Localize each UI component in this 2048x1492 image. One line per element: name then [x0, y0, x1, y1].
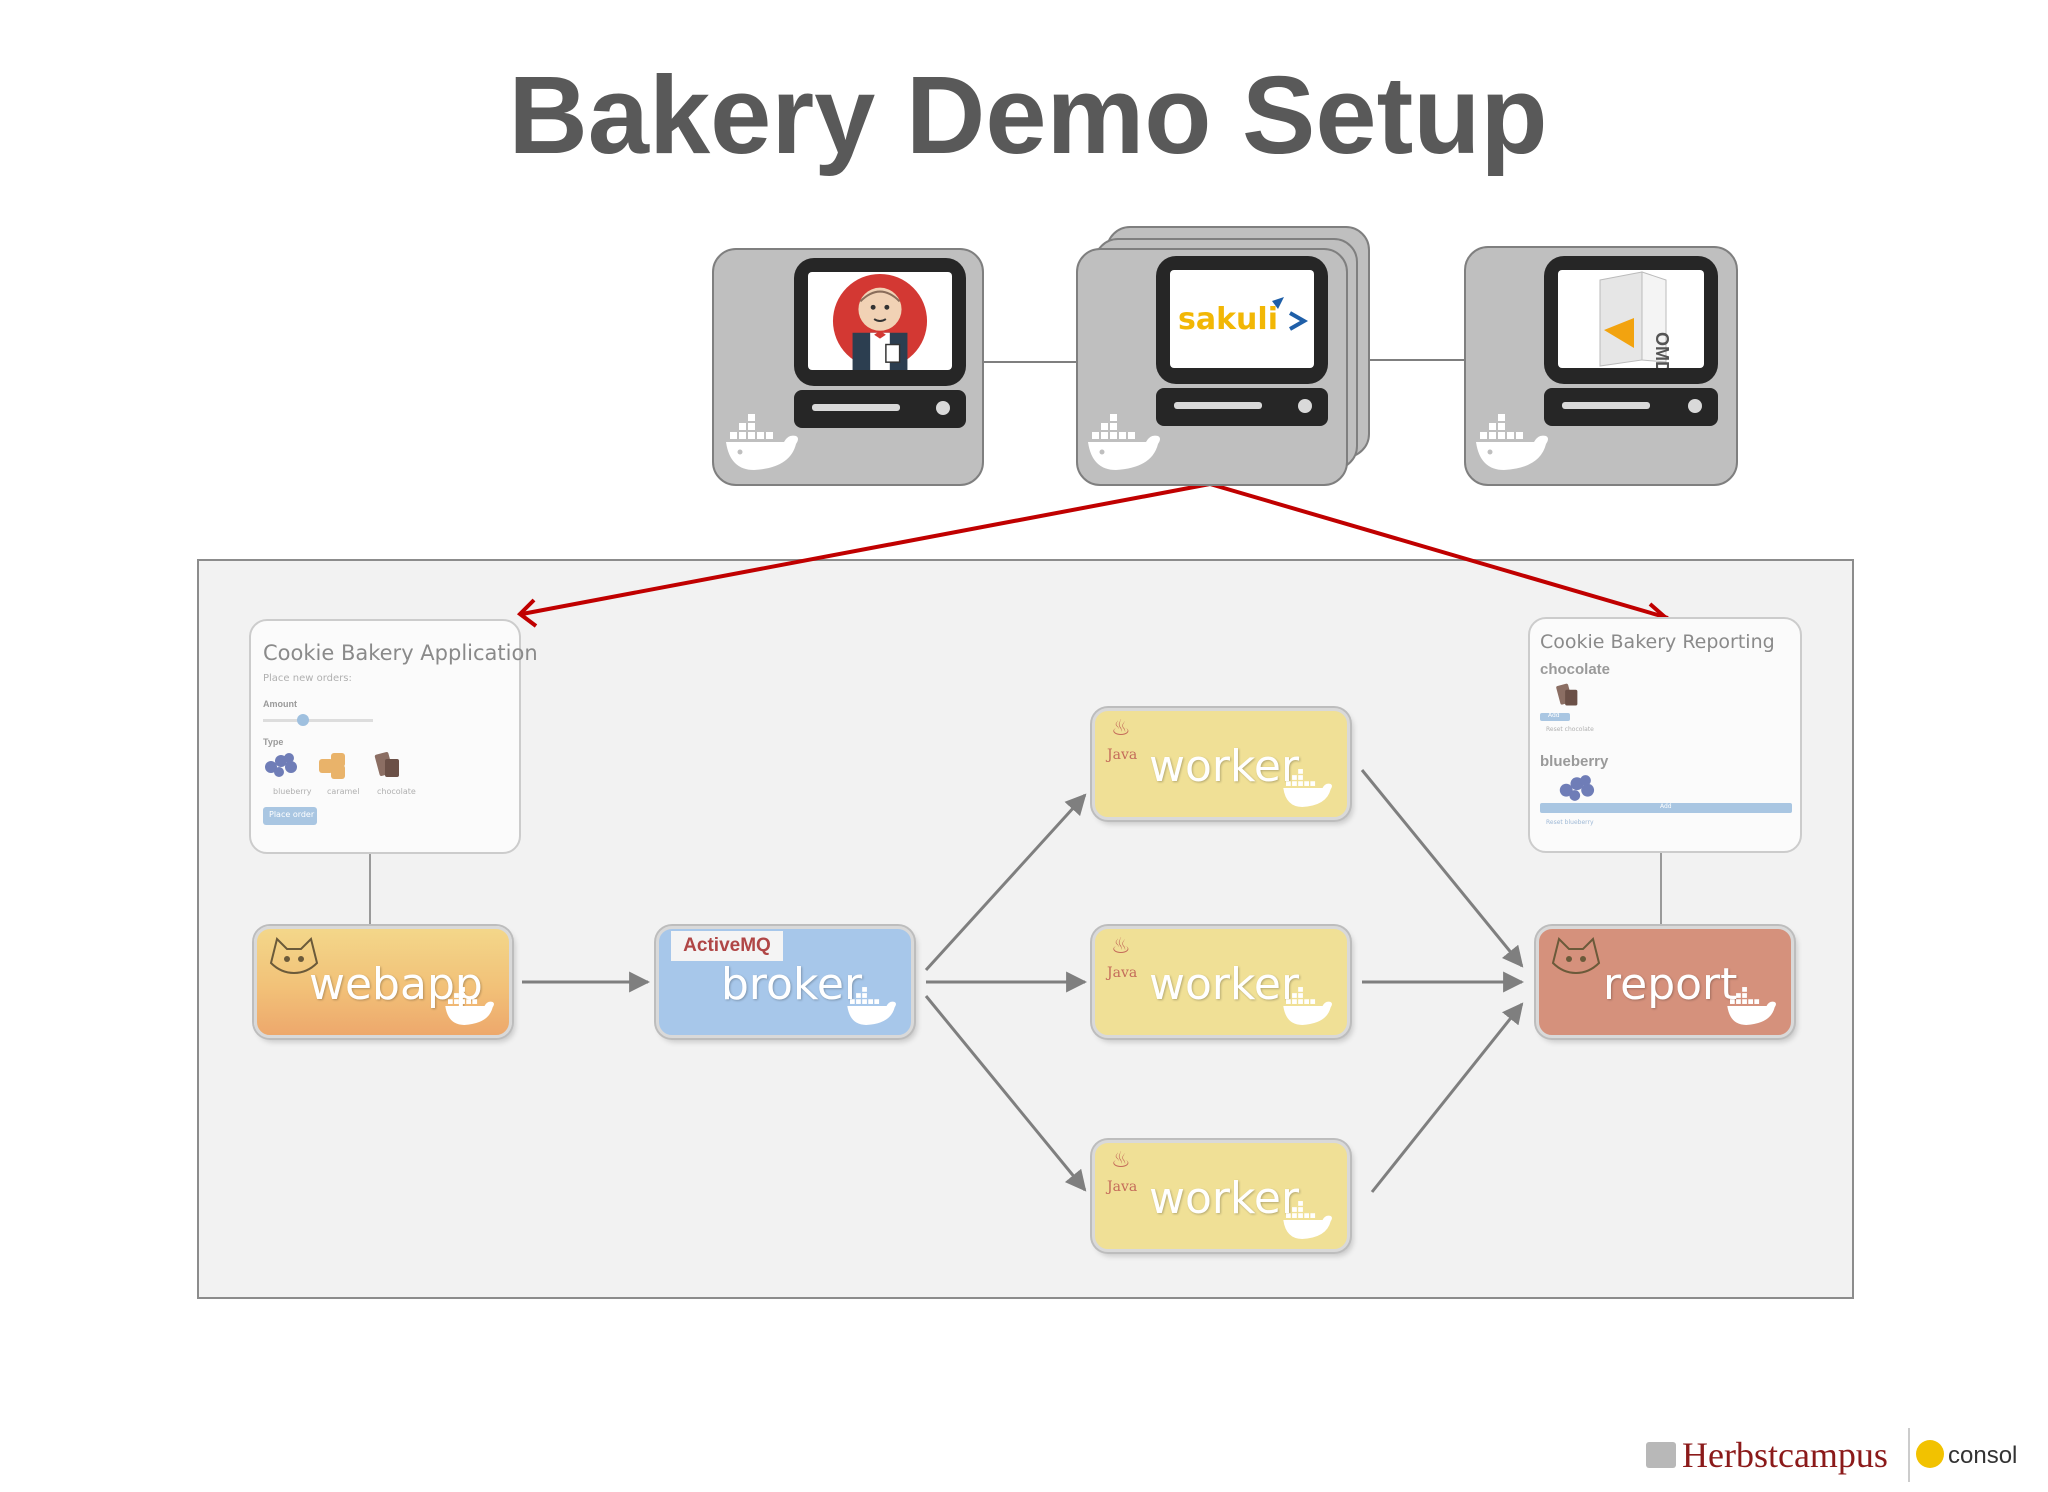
java-cup-icon: ♨ [1111, 1147, 1131, 1172]
mockup-subtitle: Place new orders: [263, 673, 352, 684]
docker-whale-icon [847, 987, 896, 1025]
consol-text: consol [1948, 1442, 2018, 1469]
server-sakuli: sakuli [1076, 248, 1348, 486]
computer-tower [1156, 388, 1328, 426]
arrow-worker-bottom-report [1370, 1002, 1524, 1193]
sakuli-logo: sakuli [1178, 297, 1309, 337]
herbstcampus-logo: Herbstcampus [1646, 1432, 1906, 1478]
reporting-mockup: Cookie Bakery Reporting chocolate Add Re… [1528, 617, 1802, 853]
mockup-title: Cookie Bakery Reporting [1540, 631, 1775, 653]
blueberry-add-button[interactable]: Add [1540, 803, 1792, 813]
svg-text:OMD: OMD [1652, 332, 1672, 368]
svg-text:sakuli: sakuli [1178, 302, 1278, 337]
amount-slider-handle[interactable] [297, 714, 309, 726]
java-logo: ♨ Java [1107, 715, 1138, 763]
docker-whale-icon [445, 987, 494, 1025]
chocolate-cookie-icon [374, 752, 399, 777]
place-order-button[interactable]: Place order [263, 807, 317, 825]
node-label: worker [1149, 741, 1300, 792]
blueberry-cookie-icon [1559, 775, 1595, 801]
docker-whale-icon [1283, 769, 1332, 807]
amount-slider[interactable] [263, 719, 373, 722]
docker-whale-icon [1283, 987, 1332, 1025]
docker-whale-icon [1088, 414, 1160, 470]
node-label: worker [1149, 1173, 1300, 1224]
activemq-logo: ActiveMQ [671, 931, 783, 961]
java-cup-icon: ♨ [1111, 715, 1131, 740]
node-label: webapp [309, 959, 483, 1010]
server-omd: OMD [1464, 246, 1738, 486]
node-webapp: webapp [254, 926, 512, 1038]
arrow-broker-worker-top [924, 793, 1087, 972]
java-logo: ♨ Java [1107, 1147, 1138, 1195]
java-logo: ♨ Java [1107, 933, 1138, 981]
omd-box-logo: OMD [1599, 271, 1672, 368]
docker-whale-icon [726, 414, 798, 470]
node-worker-middle: ♨ Java worker [1092, 926, 1350, 1038]
herbstcampus-text: Herbstcampus [1682, 1435, 1888, 1475]
arrow-worker-top-report [1360, 769, 1524, 968]
monitor: OMD [1544, 256, 1718, 384]
reset-chocolate-link[interactable]: Reset chocolate [1546, 726, 1594, 733]
chocolate-add-button[interactable]: Add [1540, 712, 1570, 721]
arrow-broker-worker-bottom [924, 995, 1087, 1192]
mockup-title: Cookie Bakery Application [263, 641, 538, 665]
docker-whale-icon [1476, 414, 1548, 470]
type-label: Type [263, 737, 284, 747]
computer-tower [1544, 388, 1718, 426]
consol-logo: consol [1914, 1432, 2044, 1482]
node-label: worker [1149, 959, 1300, 1010]
red-arrow-head-application [516, 598, 538, 628]
node-label: broker [721, 959, 863, 1010]
footer-divider [1908, 1428, 1910, 1482]
consol-emblem-icon [1916, 1440, 1944, 1468]
place-order-label: Place order [269, 810, 315, 819]
reset-blueberry-link[interactable]: Reset blueberry [1546, 819, 1594, 826]
node-report: report [1536, 926, 1794, 1038]
application-mockup: Cookie Bakery Application Place new orde… [249, 619, 538, 854]
amount-label: Amount [263, 699, 297, 709]
caramel-cookie-icon [319, 753, 345, 779]
chocolate-cookie-icon [1556, 683, 1578, 706]
section-blueberry-label: blueberry [1540, 753, 1609, 770]
radio-blueberry[interactable]: blueberry [273, 787, 312, 796]
tomcat-icon [1551, 937, 1601, 975]
docker-whale-icon [1727, 987, 1776, 1025]
docker-whale-icon [1283, 1201, 1332, 1239]
radio-chocolate[interactable]: chocolate [377, 787, 416, 796]
node-label: report [1603, 959, 1738, 1010]
computer-tower [794, 390, 966, 428]
node-worker-top: ♨ Java worker [1092, 708, 1350, 820]
server-jenkins [712, 248, 984, 486]
red-arrow-to-reporting [1209, 482, 1669, 620]
java-cup-icon: ♨ [1111, 933, 1131, 958]
node-broker: ActiveMQ broker [656, 926, 914, 1038]
tomcat-icon [269, 937, 319, 975]
blueberry-cookie-icon [265, 753, 297, 777]
node-worker-bottom: ♨ Java worker [1092, 1140, 1350, 1252]
jenkins-butler-icon [832, 273, 928, 370]
monitor [794, 258, 966, 386]
radio-caramel[interactable]: caramel [327, 787, 360, 796]
slide-title: Bakery Demo Setup [508, 54, 1548, 177]
section-chocolate-label: chocolate [1540, 661, 1611, 678]
monitor: sakuli [1156, 256, 1328, 384]
red-arrow-to-application [521, 482, 1211, 616]
herbstcampus-emblem-icon [1646, 1442, 1676, 1468]
